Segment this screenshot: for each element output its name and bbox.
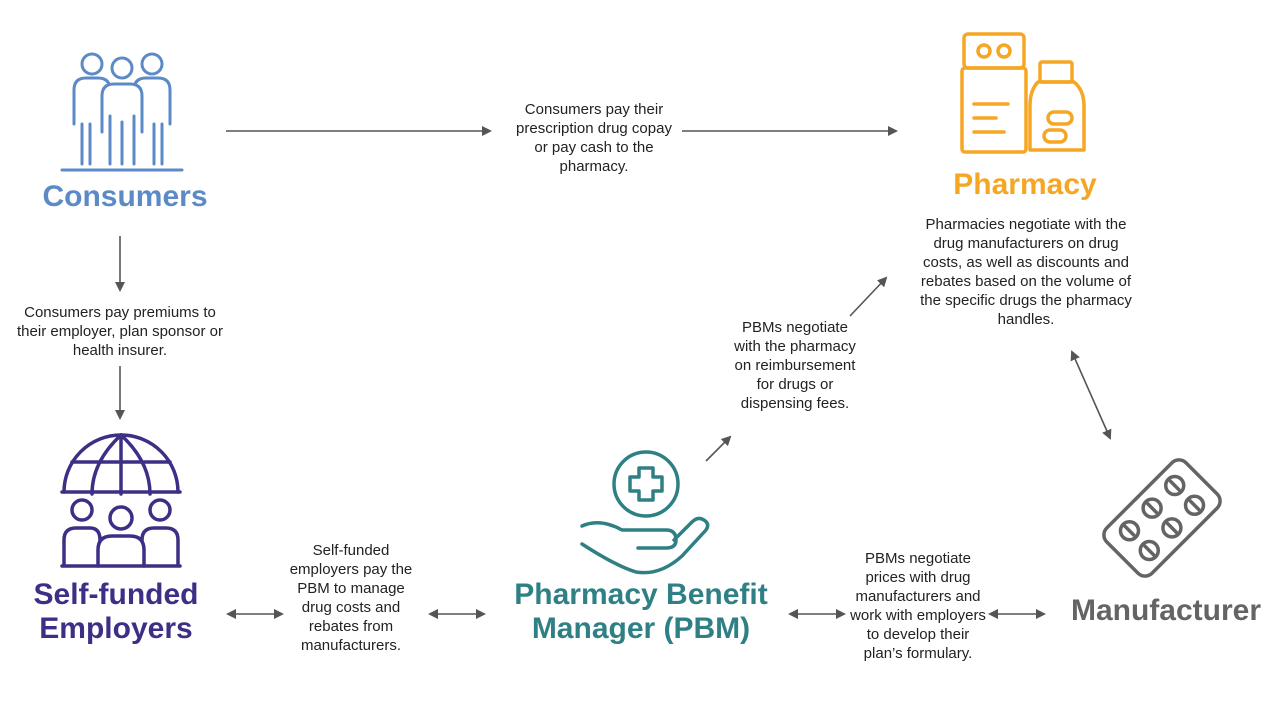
pbm-title-line2: Manager (PBM) <box>531 612 751 645</box>
arrow-to-pharmacy-diagonal <box>849 276 888 317</box>
pbm-title-line1: Pharmacy Benefit <box>514 578 768 611</box>
arrow-pbm-up <box>705 435 732 462</box>
globe-with-people-icon <box>60 433 182 568</box>
flow-consumers-to-employers-text: Consumers pay premiums to their employer… <box>17 304 223 359</box>
flow-consumers-to-pharmacy-text: Consumers pay their prescription drug co… <box>516 101 672 175</box>
pill-blister-pack-icon <box>1102 458 1222 578</box>
medicine-box-and-pill-bottle-icon <box>960 32 1086 154</box>
flow-pbm-to-pharmacy-text: PBMs negotiate with the pharmacy on reim… <box>734 319 856 412</box>
flow-employers-pbm-text: Self-funded employers pay the PBM to man… <box>289 542 413 654</box>
flow-pbm-manufacturer-text: PBMs negotiate prices with drug manufact… <box>850 550 986 662</box>
employers-title-line1: Self-funded <box>33 578 199 611</box>
hand-holding-medical-cross-icon <box>580 450 710 575</box>
manufacturer-title: Manufacturer <box>1070 594 1262 627</box>
pharmacy-description: Pharmacies negotiate with the drug manuf… <box>920 216 1132 328</box>
pharmacy-title: Pharmacy <box>953 168 1097 201</box>
people-group-icon <box>60 52 184 172</box>
employers-title-line2: Employers <box>39 612 193 645</box>
consumers-title: Consumers <box>42 180 208 213</box>
arrow-pharmacy-manufacturer <box>1070 350 1112 440</box>
